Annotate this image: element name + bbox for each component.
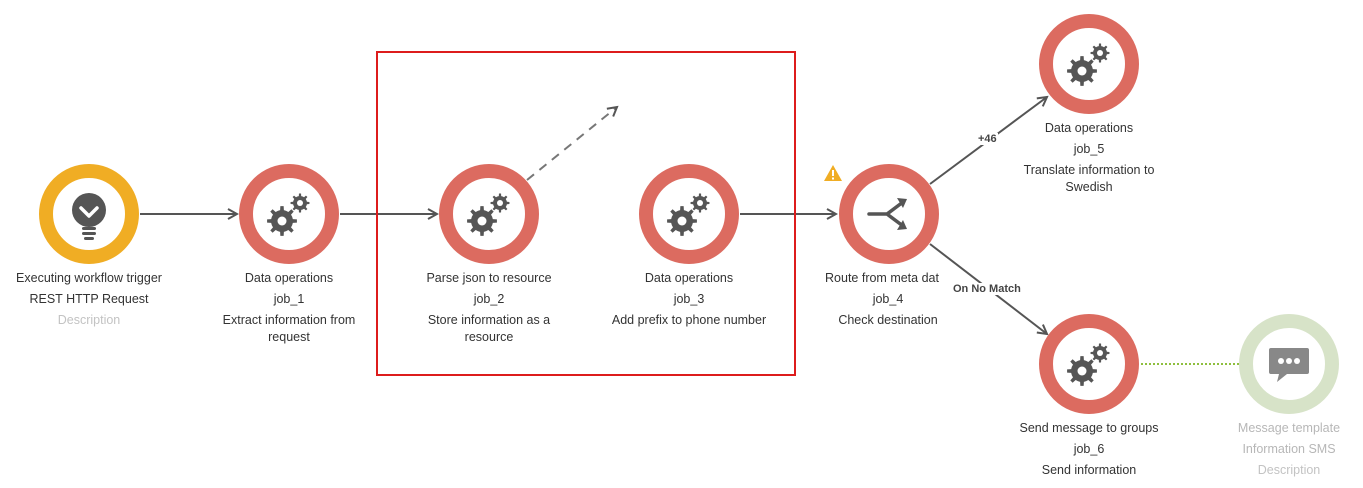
job5-node[interactable] [1039, 14, 1139, 114]
node-description: Description [57, 313, 121, 327]
job5-label: Data operations job_5 Translate informat… [1004, 120, 1174, 196]
job3-label: Data operations job_3 Add prefix to phon… [604, 270, 774, 329]
node-title: Send message to groups [1019, 421, 1159, 435]
job6-node[interactable] [1039, 314, 1139, 414]
node-title: Data operations [244, 271, 334, 285]
node-description: Check destination [838, 313, 938, 327]
node-description: Send information [1041, 463, 1137, 477]
node-description: Translate information to Swedish [1023, 163, 1155, 194]
trigger-node[interactable] [39, 164, 139, 264]
trigger-label: Executing workflow trigger REST HTTP Req… [4, 270, 174, 329]
node-title: Executing workflow trigger [16, 271, 162, 285]
job3-node[interactable] [639, 164, 739, 264]
node-description: Extract information from request [222, 313, 356, 344]
edge-label-no-match: On No Match [952, 283, 1022, 295]
node-description: Description [1257, 463, 1321, 477]
template-label: Message template Information SMS Descrip… [1209, 420, 1363, 479]
node-subtitle: job_3 [673, 292, 705, 306]
lightbulb-icon [72, 193, 106, 240]
gears-icon [267, 193, 310, 236]
job1-node[interactable] [239, 164, 339, 264]
selection-box[interactable] [376, 51, 796, 376]
node-description: Add prefix to phone number [611, 313, 767, 327]
job2-label: Parse json to resource job_2 Store infor… [404, 270, 574, 346]
job1-label: Data operations job_1 Extract informatio… [204, 270, 374, 346]
node-subtitle: job_1 [273, 292, 305, 306]
job6-label: Send message to groups job_6 Send inform… [1004, 420, 1174, 479]
job4-node[interactable] [839, 164, 939, 264]
chat-bubble-icon [1269, 348, 1309, 382]
gears-icon [1067, 43, 1110, 86]
job4-label: Route from meta dat job_4 Check destinat… [797, 270, 967, 329]
job2-node[interactable] [439, 164, 539, 264]
node-title: Message template [1237, 421, 1341, 435]
node-subtitle: job_5 [1073, 142, 1105, 156]
gears-icon [467, 193, 510, 236]
gears-icon [1067, 343, 1110, 386]
warning-icon[interactable] [823, 164, 843, 182]
node-subtitle: Information SMS [1242, 442, 1336, 456]
node-subtitle: job_4 [872, 292, 904, 306]
node-subtitle: job_2 [473, 292, 505, 306]
node-title: Route from meta dat [825, 271, 939, 285]
gears-icon [667, 193, 710, 236]
node-subtitle: REST HTTP Request [29, 292, 149, 306]
edge-job2-dangling[interactable] [526, 107, 617, 181]
node-title: Data operations [1044, 121, 1134, 135]
edge-label-plus46: +46 [977, 133, 998, 145]
node-title: Data operations [644, 271, 734, 285]
route-split-icon [867, 198, 907, 230]
node-subtitle: job_6 [1073, 442, 1105, 456]
node-title: Parse json to resource [426, 271, 552, 285]
template-node[interactable] [1239, 314, 1339, 414]
node-description: Store information as a resource [427, 313, 551, 344]
